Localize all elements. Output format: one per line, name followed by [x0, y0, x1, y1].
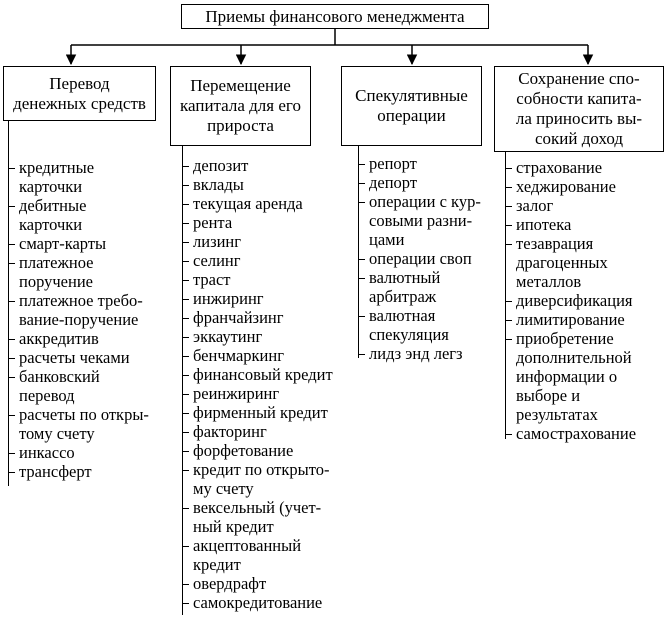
list-item: операции своп: [359, 249, 499, 268]
category-4-list: страхование хеджирование залог ипотека т…: [506, 158, 666, 443]
list-item: реинжиринг: [183, 384, 348, 403]
list-item: фирменный кредит: [183, 403, 348, 422]
list-item: залог: [506, 196, 666, 215]
list-item: финансовый кредит: [183, 365, 348, 384]
list-item: операции с кур- совыми разни- цами: [359, 192, 499, 249]
list-item: дебитные карточки: [9, 196, 179, 234]
list-item: рента: [183, 213, 348, 232]
list-item: банковский перевод: [9, 367, 179, 405]
category-1-list: кредитные карточки дебитные карточки сма…: [9, 158, 179, 481]
list-item: трансферт: [9, 462, 179, 481]
list-item: лидз энд легз: [359, 344, 499, 363]
list-item: лимитирование: [506, 310, 666, 329]
list-item: инжиринг: [183, 289, 348, 308]
category-title: Перевод денежных средств: [13, 73, 146, 113]
list-item: платежное поручение: [9, 253, 179, 291]
list-item: лизинг: [183, 232, 348, 251]
category-1-list-bar: [8, 121, 9, 486]
list-item: расчеты чеками: [9, 348, 179, 367]
list-item: овердрафт: [183, 574, 348, 593]
list-item: акцептованный кредит: [183, 536, 348, 574]
category-3-list-bar: [358, 146, 359, 358]
list-item: форфетование: [183, 441, 348, 460]
list-item: текущая аренда: [183, 194, 348, 213]
list-item: валютная спекуляция: [359, 306, 499, 344]
list-item: вексельный (учет- ный кредит: [183, 498, 348, 536]
root-title: Приемы финансового менеджмента: [205, 6, 465, 26]
list-item: эккаутинг: [183, 327, 348, 346]
category-2-list: депозит вклады текущая аренда рента лизи…: [183, 156, 348, 612]
list-item: приобретение дополнительной информации о…: [506, 329, 666, 424]
list-item: расчеты по откры- тому счету: [9, 405, 179, 443]
category-box-capital-preservation: Сохранение спо- собности капита- ла прин…: [494, 66, 664, 152]
list-item: франчайзинг: [183, 308, 348, 327]
list-item: самокредитование: [183, 593, 348, 612]
category-title: Спекулятивные операции: [355, 86, 468, 125]
list-item: самострахование: [506, 424, 666, 443]
category-3-list: репорт депорт операции с кур- совыми раз…: [359, 154, 499, 363]
list-item: траст: [183, 270, 348, 289]
list-item: смарт-карты: [9, 234, 179, 253]
category-title: Перемещение капитала для его прироста: [180, 76, 301, 135]
list-item: страхование: [506, 158, 666, 177]
list-item: вклады: [183, 175, 348, 194]
list-item: ипотека: [506, 215, 666, 234]
list-item: депозит: [183, 156, 348, 175]
root-box: Приемы финансового менеджмента: [181, 4, 489, 29]
category-box-money-transfer: Перевод денежных средств: [3, 66, 156, 121]
list-item: депорт: [359, 173, 499, 192]
list-item: диверсификация: [506, 291, 666, 310]
list-item: тезаврация драгоценных металлов: [506, 234, 666, 291]
category-title: Сохранение спо- собности капита- ла прин…: [515, 69, 643, 148]
list-item: хеджирование: [506, 177, 666, 196]
category-box-capital-movement: Перемещение капитала для его прироста: [170, 66, 311, 146]
list-item: инкассо: [9, 443, 179, 462]
list-item: кредитные карточки: [9, 158, 179, 196]
list-item: платежное требо- вание-поручение: [9, 291, 179, 329]
category-2-list-bar: [182, 146, 183, 615]
category-4-list-bar: [505, 152, 506, 439]
list-item: репорт: [359, 154, 499, 173]
category-box-speculative-operations: Спекулятивные операции: [341, 66, 482, 146]
list-item: бенчмаркинг: [183, 346, 348, 365]
list-item: селинг: [183, 251, 348, 270]
list-item: валютный арбитраж: [359, 268, 499, 306]
list-item: кредит по открыто- му счету: [183, 460, 348, 498]
list-item: аккредитив: [9, 329, 179, 348]
list-item: факторинг: [183, 422, 348, 441]
